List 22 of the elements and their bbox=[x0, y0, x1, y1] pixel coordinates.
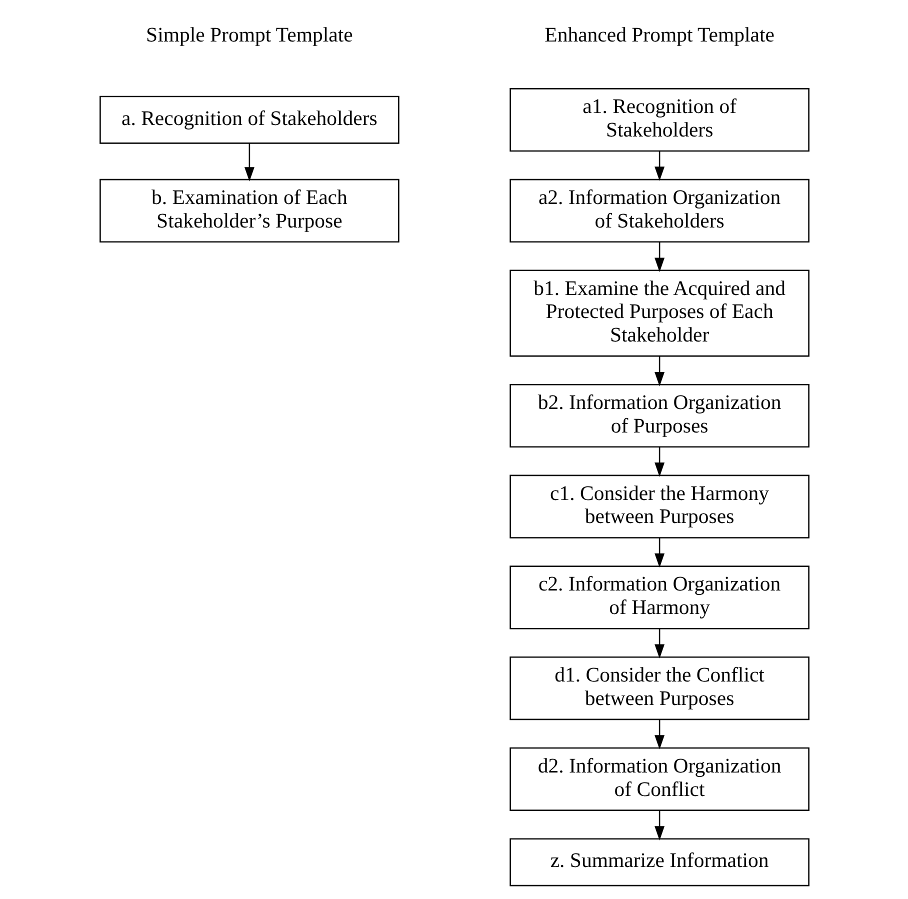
node-box: b2. Information Organization of Purposes bbox=[509, 384, 809, 448]
arrow bbox=[654, 719, 664, 750]
node-box: d1. Consider the Conflict between Purposes bbox=[509, 656, 809, 720]
node-box: z. Summarize Information bbox=[509, 838, 809, 886]
arrow bbox=[654, 151, 664, 181]
node-box: b. Examination of Each Stakeholder’s Purpose bbox=[99, 178, 399, 242]
arrow bbox=[654, 446, 664, 477]
label: Simple Prompt Template bbox=[146, 24, 352, 47]
arrow bbox=[654, 810, 664, 840]
node-box: c2. Information Organization of Harmony bbox=[509, 566, 809, 630]
node-box: a2. Information Organization of Stakeholders bbox=[509, 178, 809, 242]
node-box: d2. Information Organization of Conflict bbox=[509, 747, 809, 811]
node-box: a1. Recognition of Stakeholders bbox=[509, 88, 809, 152]
arrow bbox=[654, 356, 664, 386]
label: Enhanced Prompt Template bbox=[544, 24, 774, 47]
arrow bbox=[654, 242, 664, 272]
node-box: b1. Examine the Acquired and Protected Purposes of Each Stakeholder bbox=[509, 270, 809, 357]
arrow bbox=[654, 628, 664, 659]
node-box: a. Recognition of Stakeholders bbox=[99, 96, 399, 144]
arrow bbox=[244, 143, 254, 182]
node-box: c1. Consider the Harmony between Purposes bbox=[509, 474, 809, 538]
arrow bbox=[654, 538, 664, 568]
